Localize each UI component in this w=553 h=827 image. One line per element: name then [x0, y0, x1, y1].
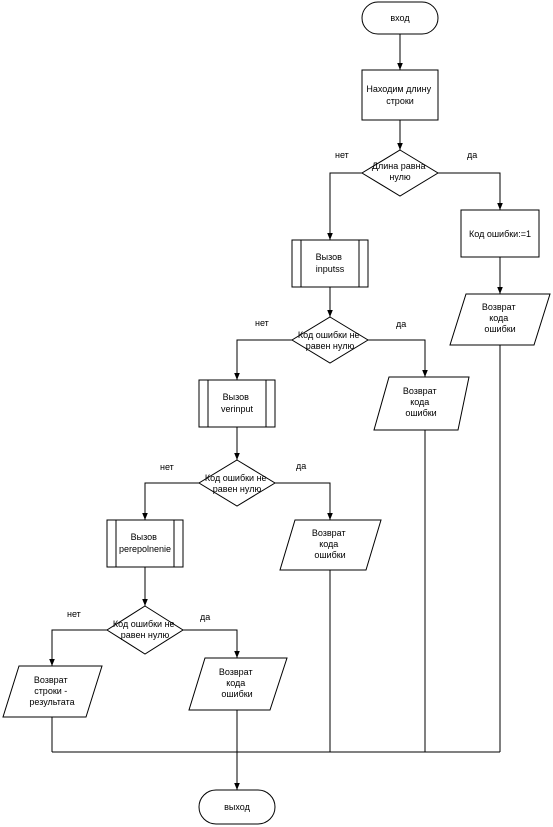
- io-return-result: Возврат строки - результата: [2, 665, 103, 718]
- subroutine-inputss-label: Вызов inputss: [316, 252, 345, 274]
- subroutine-verinput-label: Вызов verinput: [221, 392, 254, 414]
- io-return-error-2: Возврат кода ошибки: [373, 376, 470, 431]
- io-return-error-1-label: Возврат кода ошибки: [482, 302, 518, 334]
- edge-cond1-yes: [438, 172, 503, 210]
- branch-label-cond2-no: нет: [255, 318, 269, 328]
- decision-error-2-label: Код ошибки не равен нулю: [298, 330, 362, 351]
- terminator-start: вход: [361, 1, 439, 35]
- connectors: [49, 34, 503, 790]
- branch-label-cond1-no: нет: [335, 150, 349, 160]
- decision-error-4: Код ошибки не равен нулю: [106, 605, 184, 655]
- process-strlen-label: Находим длину строки: [366, 84, 433, 106]
- decision-length-zero-label: Длина равна нулю: [372, 161, 428, 182]
- io-return-error-3: Возврат кода ошибки: [279, 519, 382, 571]
- decision-length-zero: Длина равна нулю: [361, 149, 439, 197]
- decision-error-2: Код ошибки не равен нулю: [291, 316, 369, 364]
- subroutine-inputss: Вызов inputss: [291, 239, 369, 288]
- process-set-error-label: Код ошибки:=1: [469, 229, 531, 239]
- branch-label-cond3-yes: да: [296, 461, 306, 471]
- branch-labels: нет да нет да нет да нет да: [67, 150, 477, 622]
- edge-cond2-no: [234, 339, 292, 380]
- branch-label-cond4-yes: да: [200, 612, 210, 622]
- branch-label-cond4-no: нет: [67, 609, 81, 619]
- edge-cond3-no: [142, 482, 199, 520]
- terminator-start-label: вход: [390, 13, 410, 23]
- io-return-error-3-label: Возврат кода ошибки: [312, 528, 348, 560]
- terminator-end-label: выход: [224, 802, 250, 812]
- io-return-error-2-label: Возврат кода ошибки: [403, 386, 439, 418]
- io-return-error-1: Возврат кода ошибки: [449, 293, 551, 346]
- process-strlen: Находим длину строки: [361, 69, 439, 121]
- decision-error-3-label: Код ошибки не равен нулю: [205, 473, 269, 494]
- branch-label-cond1-yes: да: [467, 150, 477, 160]
- subroutine-perepolnenie-label: Вызов perepolnenie: [119, 532, 171, 554]
- subroutine-perepolnenie: Вызов perepolnenie: [106, 519, 184, 568]
- branch-label-cond3-no: нет: [160, 462, 174, 472]
- process-set-error: Код ошибки:=1: [460, 209, 540, 258]
- io-return-error-4: Возврат кода ошибки: [188, 657, 288, 711]
- decision-error-3: Код ошибки не равен нулю: [198, 459, 276, 507]
- terminator-end: выход: [198, 789, 276, 825]
- subroutine-verinput: Вызов verinput: [198, 379, 276, 428]
- edge-cond4-no: [49, 629, 107, 666]
- edge-cond3-yes: [275, 482, 333, 520]
- io-return-result-label: Возврат строки - результата: [29, 675, 74, 707]
- edge-cond4-yes: [183, 629, 240, 658]
- decision-error-4-label: Код ошибки не равен нулю: [113, 619, 177, 640]
- io-return-error-4-label: Возврат кода ошибки: [219, 667, 255, 699]
- edge-cond2-yes: [368, 339, 428, 377]
- branch-label-cond2-yes: да: [396, 319, 406, 329]
- edge-cond1-no: [327, 172, 362, 240]
